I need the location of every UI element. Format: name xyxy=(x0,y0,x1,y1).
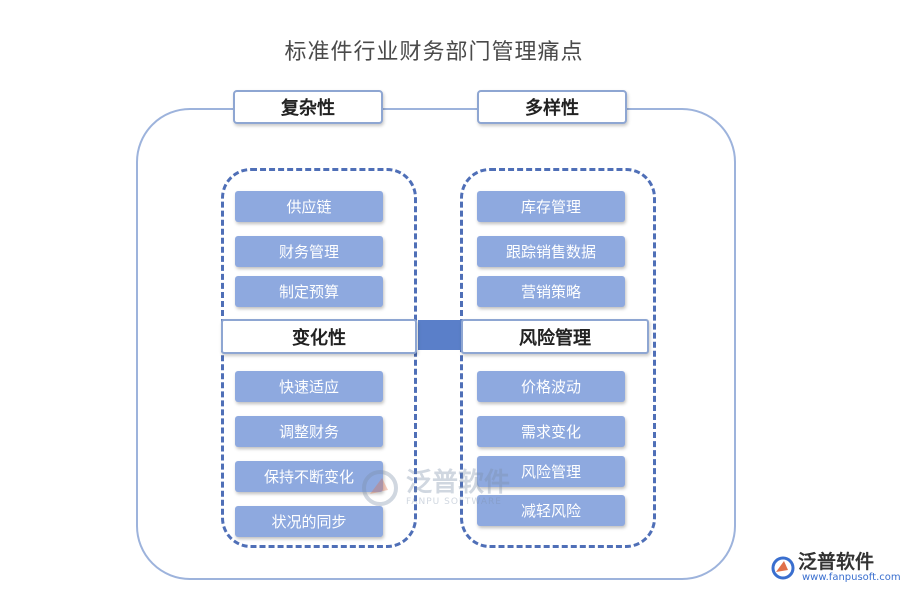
mid-label-left: 变化性 xyxy=(221,319,417,354)
brand-icon xyxy=(770,555,796,581)
right-item-2: 跟踪销售数据 xyxy=(477,236,625,267)
left-item-5: 调整财务 xyxy=(235,416,383,447)
right-dashed-group xyxy=(460,168,656,548)
watermark-en: FANPU SOFTWARE xyxy=(406,497,502,507)
right-item-5: 需求变化 xyxy=(477,416,625,447)
left-item-3: 制定预算 xyxy=(235,276,383,307)
top-label-right: 多样性 xyxy=(477,90,627,124)
middle-connector xyxy=(418,320,462,350)
right-item-1: 库存管理 xyxy=(477,191,625,222)
mid-label-right: 风险管理 xyxy=(461,319,649,354)
watermark: 泛普软件 FANPU SOFTWARE xyxy=(360,468,510,508)
left-item-4: 快速适应 xyxy=(235,371,383,402)
left-item-6: 保持不断变化 xyxy=(235,461,383,492)
right-item-4: 价格波动 xyxy=(477,371,625,402)
fanpu-logo-icon xyxy=(360,468,400,508)
brand-url: www.fanpusoft.com xyxy=(802,572,900,583)
brand-name: 泛普软件 xyxy=(798,551,875,573)
left-item-1: 供应链 xyxy=(235,191,383,222)
top-label-left: 复杂性 xyxy=(233,90,383,124)
diagram-title: 标准件行业财务部门管理痛点 xyxy=(284,40,584,65)
left-item-7: 状况的同步 xyxy=(235,506,383,537)
watermark-cn: 泛普软件 xyxy=(406,468,511,498)
left-dashed-group xyxy=(221,168,417,548)
left-item-2: 财务管理 xyxy=(235,236,383,267)
brand-logo: 泛普软件 www.fanpusoft.com xyxy=(770,552,900,583)
right-item-7: 减轻风险 xyxy=(477,495,625,526)
right-item-3: 营销策略 xyxy=(477,276,625,307)
right-item-6: 风险管理 xyxy=(477,456,625,487)
